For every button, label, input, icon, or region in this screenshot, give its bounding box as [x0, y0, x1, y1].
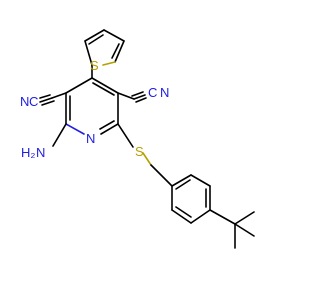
- molecule-structure-diagram: S N C N C H₂ N N S: [20, 29, 255, 249]
- cyano-group-left: [39, 92, 67, 106]
- pyridine-nitrogen-label: N: [86, 131, 95, 146]
- amino-hydrogen-label: H₂: [21, 145, 35, 160]
- thiophene-sulfur-label: S: [90, 58, 99, 73]
- cyano-group-right: [117, 91, 147, 103]
- thioether-sulfur-label: S: [135, 144, 144, 159]
- pyridine-ring: [65, 77, 119, 135]
- amino-bond: [52, 123, 67, 147]
- thiophene-ring: [84, 29, 125, 66]
- cyano-right-carbon-label: C: [148, 85, 157, 100]
- thioether-linker: [117, 123, 173, 187]
- cyano-left-carbon-label: C: [29, 94, 38, 109]
- benzene-ring: [171, 174, 211, 224]
- tert-butyl-group: [209, 209, 255, 249]
- amino-nitrogen-label: N: [36, 145, 45, 160]
- cyano-left-nitrogen-label: N: [20, 94, 29, 109]
- cyano-right-nitrogen-label: N: [160, 85, 169, 100]
